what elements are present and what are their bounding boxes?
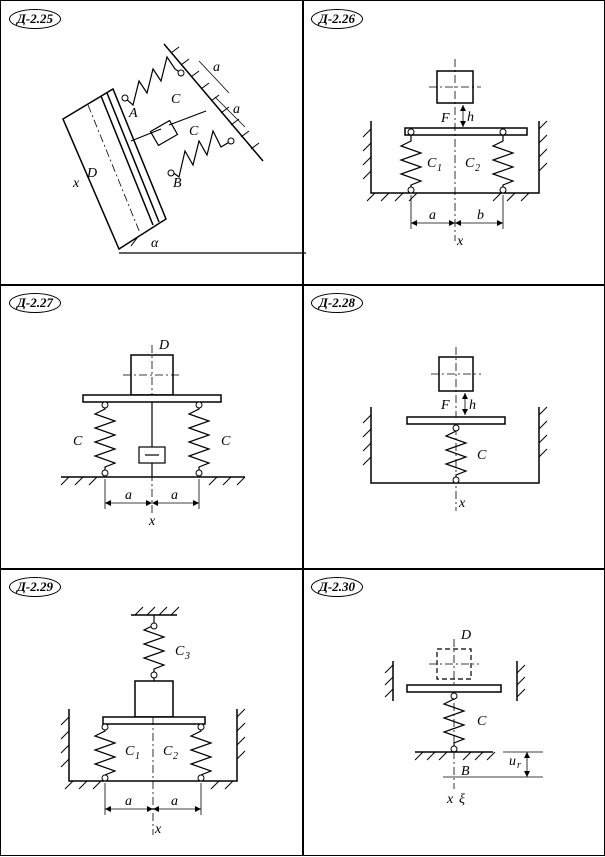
- diagram-2-27: D C C a a x: [60, 338, 246, 529]
- label-point-a: A: [128, 106, 138, 121]
- label-axis-x: x: [154, 822, 162, 837]
- label-spring-c3-sub: 3: [184, 651, 190, 662]
- label-axis-x: x: [148, 514, 156, 529]
- diagram-2-26: F h C 1 C 2 a b x: [362, 59, 548, 249]
- problem-panel-2-29: Д-2.29: [0, 568, 304, 856]
- label-spring-c1-sub: 1: [135, 751, 140, 762]
- label-spring-c2: C: [465, 156, 475, 171]
- label-a-lower: a: [233, 102, 240, 117]
- diagram-2-29: C 3 C 1 C 2 a a x: [60, 606, 246, 837]
- label-height-h: h: [467, 110, 474, 125]
- label-force-f: F: [440, 398, 450, 413]
- problem-number-2-26: Д-2.26: [311, 9, 363, 29]
- label-spring-c1-sub: 1: [437, 163, 442, 174]
- problem-panel-2-25: Д-2.25: [0, 0, 306, 286]
- problem-number-2-29: Д-2.29: [9, 577, 61, 597]
- label-spring-c-lower: C: [189, 124, 199, 139]
- problem-panel-2-30: Д-2.30: [302, 568, 605, 856]
- label-spring-c1: C: [427, 156, 437, 171]
- diagram-2-28: F h C x: [362, 347, 548, 511]
- problem-panel-2-27: Д-2.27: [0, 284, 304, 570]
- label-angle-alpha: α: [151, 236, 159, 251]
- problem-number-2-30: Д-2.30: [311, 577, 363, 597]
- label-spring-c2-sub: 2: [173, 751, 178, 762]
- label-a-upper: a: [213, 60, 220, 75]
- label-force-f: F: [440, 111, 450, 126]
- problem-number-2-25: Д-2.25: [9, 9, 61, 29]
- problem-panel-2-26: Д-2.26: [302, 0, 605, 286]
- label-axis-xi: ξ: [459, 792, 465, 807]
- label-body-d: D: [158, 338, 169, 353]
- diagram-2-25: a a C C A B D x α: [62, 43, 306, 254]
- label-distance-a-left: a: [125, 794, 132, 809]
- diagram-2-30: D C B x ξ u r: [384, 628, 543, 807]
- label-height-h: h: [469, 398, 476, 413]
- problem-panel-2-28: Д-2.28 F h C x: [302, 284, 605, 570]
- label-distance-a-right: a: [171, 488, 178, 503]
- problem-number-2-27: Д-2.27: [9, 293, 61, 313]
- label-spring-c-right: C: [221, 434, 231, 449]
- label-distance-a-right: a: [171, 794, 178, 809]
- label-spring-c2-sub: 2: [475, 163, 480, 174]
- label-distance-b: b: [477, 208, 484, 223]
- label-point-b: B: [461, 764, 470, 779]
- label-spring-c-left: C: [73, 434, 83, 449]
- problem-number-2-28: Д-2.28: [311, 293, 363, 313]
- label-body-d: D: [460, 628, 471, 643]
- label-distance-a: a: [429, 208, 436, 223]
- label-spring-c: C: [477, 448, 487, 463]
- label-axis-x: x: [446, 792, 454, 807]
- label-displacement-u: u: [509, 754, 516, 769]
- label-distance-a-left: a: [125, 488, 132, 503]
- label-spring-c3: C: [175, 644, 185, 659]
- label-axis-x: x: [72, 176, 80, 191]
- label-spring-c1: C: [125, 744, 135, 759]
- label-spring-c2: C: [163, 744, 173, 759]
- label-displacement-u-sub: r: [517, 760, 521, 771]
- label-point-b: B: [173, 176, 182, 191]
- label-axis-x: x: [456, 234, 464, 249]
- label-spring-c: C: [477, 714, 487, 729]
- label-body-d: D: [86, 166, 97, 181]
- label-axis-x: x: [458, 496, 466, 511]
- label-spring-c-upper: C: [171, 92, 181, 107]
